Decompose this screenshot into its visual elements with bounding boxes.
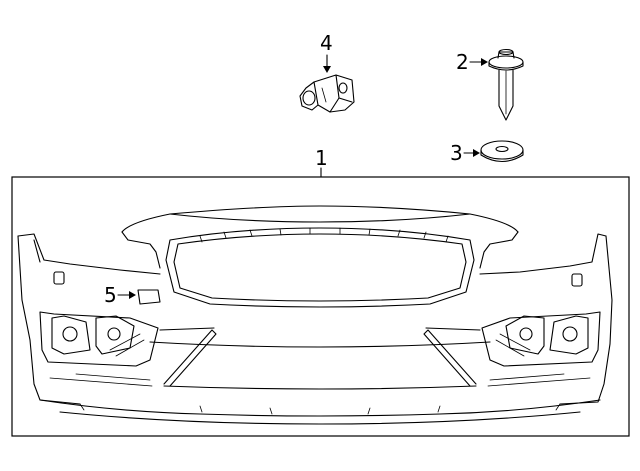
tow-eye-cap-part [137, 289, 161, 305]
callout-3: 3 [450, 141, 463, 165]
callout-5-arrow [117, 291, 136, 299]
callout-1: 1 [315, 146, 328, 170]
washer-part [480, 140, 524, 163]
bumper-cover-part [17, 205, 613, 425]
callout-3-arrow [463, 149, 480, 157]
callout-4-arrow [323, 54, 331, 73]
callout-4: 4 [320, 31, 333, 55]
callout-2-arrow [469, 58, 488, 66]
bracket-clip-part [299, 74, 355, 113]
callout-5: 5 [104, 283, 117, 307]
callout-2: 2 [456, 50, 469, 74]
assembly-frame [11, 176, 630, 437]
push-pin-part [488, 48, 524, 121]
